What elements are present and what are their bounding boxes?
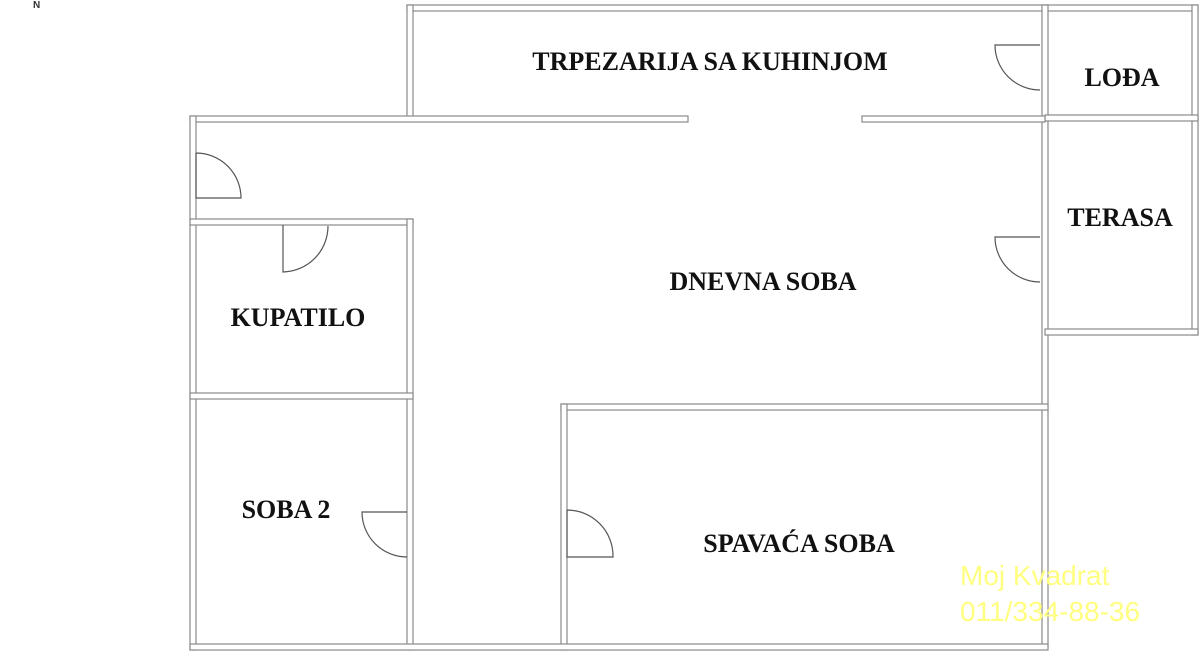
wall [560,403,568,651]
room-label-loggia: LOĐA [1084,63,1159,92]
wall [189,643,1049,651]
north-indicator: N [33,0,41,11]
wall [1044,4,1199,12]
watermark-name: Moj Kvadrat [960,560,1110,591]
room-label-terrace: TERASA [1067,203,1173,232]
room-label-bathroom: KUPATILO [231,303,366,332]
wall [1044,114,1199,122]
watermark-phone: 011/334-88-36 [960,596,1141,627]
wall [189,115,197,651]
door-bedroom [566,509,614,558]
room-label-living-room: DNEVNA SOBA [669,267,856,296]
wall [560,403,1049,411]
door-room2 [361,511,408,558]
wall [406,218,414,651]
wall [1041,4,1049,649]
wall [406,4,414,122]
room-label-room2: SOBA 2 [242,495,331,524]
wall [406,4,1048,12]
door-bathroom [282,225,329,273]
doors [195,44,1041,558]
walls [189,4,1199,651]
wall [1191,4,1199,336]
room-label-dining-kitchen: TRPEZARIJA SA KUHINJOM [532,47,887,76]
wall [1044,328,1199,336]
wall [861,115,1046,123]
door-terrace [994,236,1041,283]
room-label-bedroom: SPAVAĆA SOBA [703,529,895,558]
door-entrance [195,152,242,199]
wall [189,218,414,226]
wall [189,115,689,123]
wall [189,392,414,400]
door-dining [994,44,1041,91]
